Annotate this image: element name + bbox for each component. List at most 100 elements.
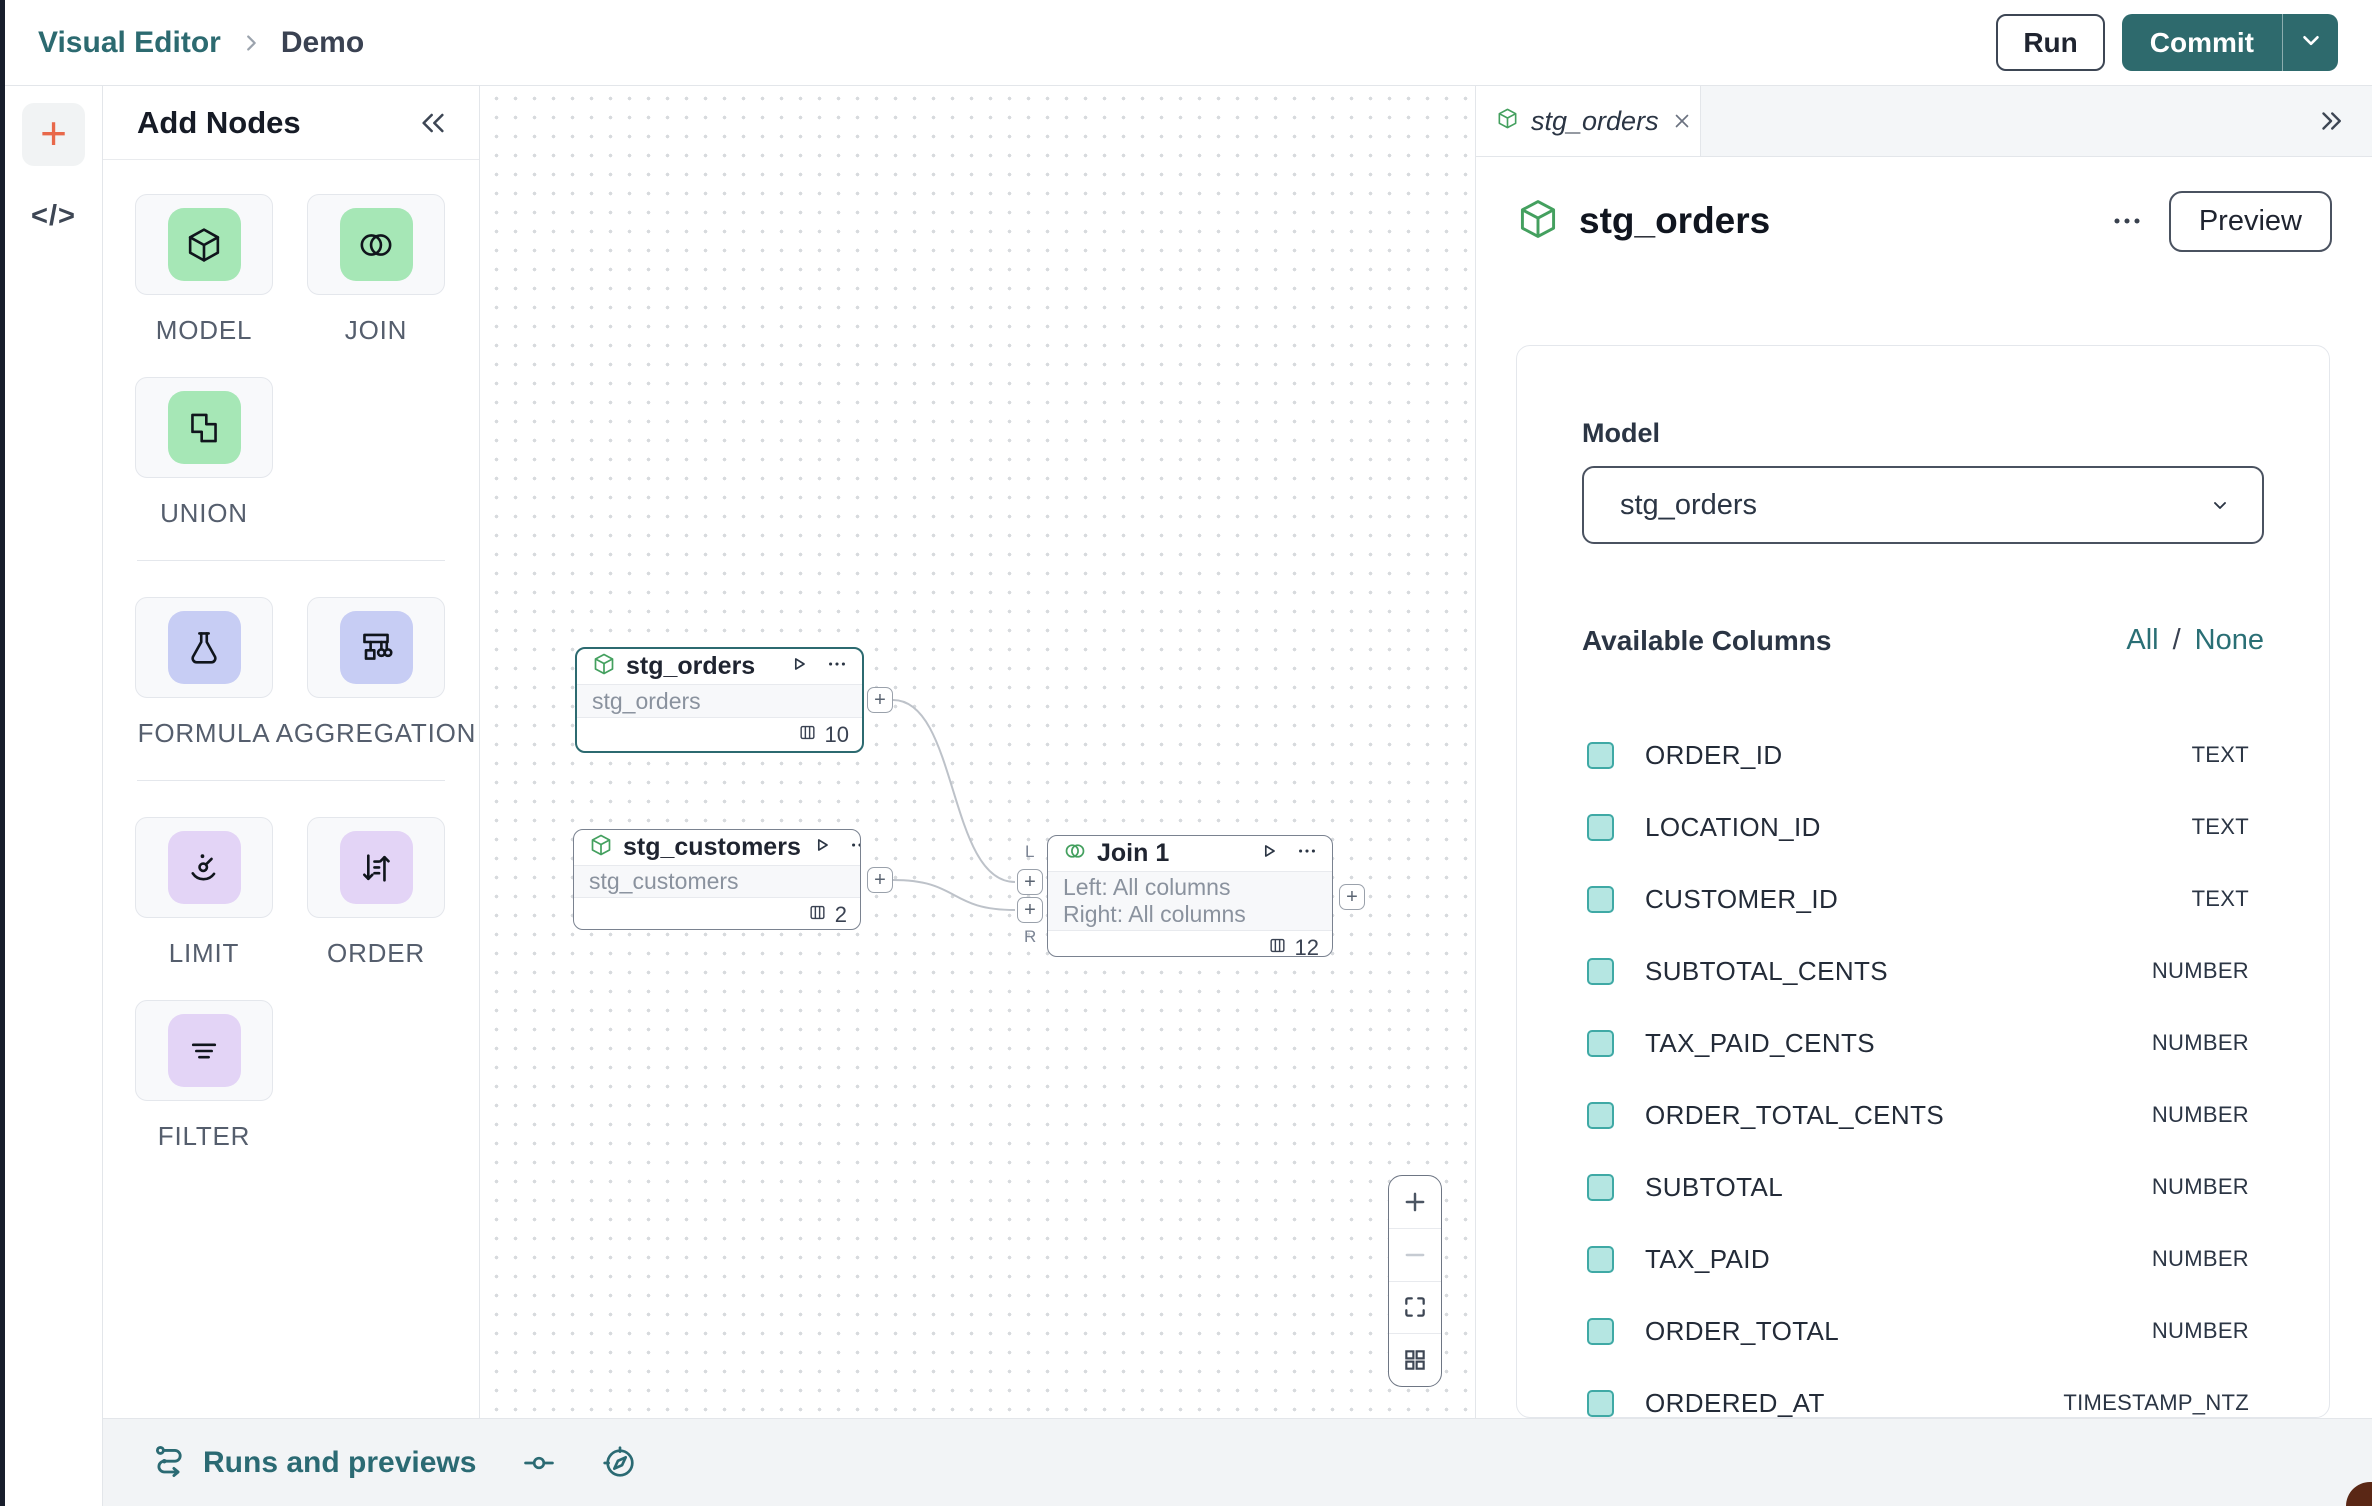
palette-group-divider xyxy=(137,780,445,781)
tab-stg-orders[interactable]: stg_orders xyxy=(1476,86,1701,156)
chevrons-left-icon[interactable] xyxy=(417,107,449,139)
column-row: ORDER_IDTEXT xyxy=(1582,719,2264,791)
palette-tile-label: FORMULA xyxy=(138,718,271,749)
add-nodes-panel: Add Nodes MODELJOINUNIONFORMULAAGGREGATI… xyxy=(103,86,480,1418)
close-icon[interactable] xyxy=(1671,110,1693,132)
select-all-link[interactable]: All xyxy=(2126,624,2158,657)
select-none-link[interactable]: None xyxy=(2195,624,2264,657)
model-select[interactable]: stg_orders xyxy=(1582,466,2264,544)
layout-grid-icon[interactable] xyxy=(1389,1333,1441,1386)
column-row: CUSTOMER_IDTEXT xyxy=(1582,863,2264,935)
preview-button[interactable]: Preview xyxy=(2169,191,2332,252)
column-checkbox[interactable] xyxy=(1587,1390,1614,1417)
node-config-card: Model stg_orders Available Columns All /… xyxy=(1516,345,2330,1418)
output-handle-join[interactable]: + xyxy=(1339,884,1365,910)
chevrons-right-icon[interactable] xyxy=(2316,106,2346,136)
link-separator: / xyxy=(2173,624,2181,657)
column-checkbox[interactable] xyxy=(1587,886,1614,913)
runs-and-previews-button[interactable]: Runs and previews xyxy=(152,1442,476,1483)
column-checkbox[interactable] xyxy=(1587,1246,1614,1273)
palette-group-divider xyxy=(137,560,445,561)
column-name: SUBTOTAL xyxy=(1645,1172,1783,1203)
model-select-value: stg_orders xyxy=(1620,489,1757,522)
output-handle-stg-orders[interactable]: + xyxy=(867,687,893,713)
column-checkbox[interactable] xyxy=(1587,1102,1614,1129)
join-right-input-handle[interactable]: + xyxy=(1017,897,1043,923)
join-left-port-label: L xyxy=(1025,842,1034,862)
filter-icon xyxy=(168,1014,241,1087)
node-title: stg_customers xyxy=(623,833,801,862)
palette-tile-formula[interactable]: FORMULA xyxy=(135,597,273,749)
palette-tile-aggregation[interactable]: AGGREGATION xyxy=(307,597,445,749)
column-checkbox[interactable] xyxy=(1587,814,1614,841)
plus-icon: + xyxy=(40,110,67,156)
column-type: NUMBER xyxy=(2152,1174,2249,1200)
palette-tile-union[interactable]: UNION xyxy=(135,377,273,529)
palette-tile-model[interactable]: MODEL xyxy=(135,194,273,346)
output-handle-stg-customers[interactable]: + xyxy=(867,867,893,893)
palette-tile-surface xyxy=(135,1000,273,1101)
add-node-button[interactable]: + xyxy=(22,103,85,166)
column-checkbox[interactable] xyxy=(1587,1174,1614,1201)
zoom-out-icon[interactable] xyxy=(1389,1228,1441,1281)
run-button[interactable]: Run xyxy=(1996,14,2104,71)
column-type: TEXT xyxy=(2192,886,2249,912)
pipeline-canvas[interactable]: stg_orders stg_orders 10 + stg_customers… xyxy=(480,86,1475,1418)
palette-tile-label: ORDER xyxy=(327,938,425,969)
compass-icon[interactable] xyxy=(602,1445,638,1481)
palette-tile-filter[interactable]: FILTER xyxy=(135,1000,273,1152)
column-type: NUMBER xyxy=(2152,1318,2249,1344)
palette-tile-order[interactable]: ORDER xyxy=(307,817,445,969)
palette-tile-label: FILTER xyxy=(158,1121,250,1152)
left-toolbar: + </> xyxy=(5,86,103,1506)
chevron-down-icon xyxy=(2298,27,2324,58)
inspector-panel: stg_orders stg_orders Preview Model stg_… xyxy=(1475,86,2372,1418)
code-view-button[interactable]: </> xyxy=(31,200,76,233)
zoom-in-icon[interactable] xyxy=(1389,1176,1441,1228)
play-icon[interactable] xyxy=(788,653,810,680)
column-count-badge: 12 xyxy=(1295,935,1319,958)
column-checkbox[interactable] xyxy=(1587,1030,1614,1057)
node-join-1[interactable]: Join 1 Left: All columns Right: All colu… xyxy=(1047,835,1333,957)
column-type: TEXT xyxy=(2192,742,2249,768)
ellipsis-icon[interactable] xyxy=(2111,205,2143,237)
join-left-input-handle[interactable]: + xyxy=(1017,869,1043,895)
play-icon[interactable] xyxy=(811,834,833,861)
inspector-tab-bar: stg_orders xyxy=(1476,86,2372,157)
join-left-config: Left: All columns xyxy=(1063,874,1317,901)
column-checkbox[interactable] xyxy=(1587,958,1614,985)
column-count-badge: 10 xyxy=(825,722,849,748)
breadcrumb: Visual Editor Demo xyxy=(38,26,364,60)
fit-view-icon[interactable] xyxy=(1389,1281,1441,1334)
ellipsis-icon[interactable] xyxy=(849,834,861,861)
breadcrumb-visual-editor[interactable]: Visual Editor xyxy=(38,26,221,60)
columns-icon xyxy=(808,903,827,927)
join-right-port-label: R xyxy=(1024,927,1036,947)
column-type: NUMBER xyxy=(2152,958,2249,984)
inspector-title: stg_orders xyxy=(1579,200,1770,242)
git-commit-icon[interactable] xyxy=(522,1446,556,1480)
join-right-config: Right: All columns xyxy=(1063,901,1317,928)
palette-tile-surface xyxy=(135,597,273,698)
node-stg-orders[interactable]: stg_orders stg_orders 10 xyxy=(575,647,864,753)
column-name: LOCATION_ID xyxy=(1645,812,1821,843)
commit-button[interactable]: Commit xyxy=(2122,14,2282,71)
column-row: SUBTOTAL_CENTSNUMBER xyxy=(1582,935,2264,1007)
column-count-badge: 2 xyxy=(835,902,847,928)
palette-tile-surface xyxy=(307,597,445,698)
canvas-zoom-toolbar xyxy=(1388,1175,1442,1387)
column-checkbox[interactable] xyxy=(1587,742,1614,769)
column-name: TAX_PAID_CENTS xyxy=(1645,1028,1875,1059)
palette-tile-join[interactable]: JOIN xyxy=(307,194,445,346)
column-row: LOCATION_IDTEXT xyxy=(1582,791,2264,863)
commit-dropdown-button[interactable] xyxy=(2283,14,2338,71)
column-type: NUMBER xyxy=(2152,1102,2249,1128)
palette-tile-limit[interactable]: LIMIT xyxy=(135,817,273,969)
ellipsis-icon[interactable] xyxy=(1296,840,1318,867)
column-row: TAX_PAIDNUMBER xyxy=(1582,1223,2264,1295)
column-checkbox[interactable] xyxy=(1587,1318,1614,1345)
tab-label: stg_orders xyxy=(1531,106,1659,137)
ellipsis-icon[interactable] xyxy=(826,653,848,680)
node-stg-customers[interactable]: stg_customers stg_customers 2 xyxy=(573,829,861,930)
play-icon[interactable] xyxy=(1258,840,1280,867)
